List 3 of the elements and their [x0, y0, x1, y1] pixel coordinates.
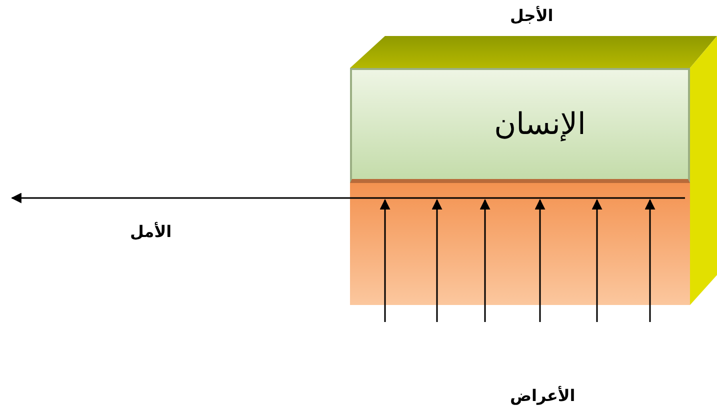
label: الأجل — [510, 6, 554, 25]
label: الأعراض — [510, 386, 576, 405]
label: الأمل — [130, 222, 172, 241]
